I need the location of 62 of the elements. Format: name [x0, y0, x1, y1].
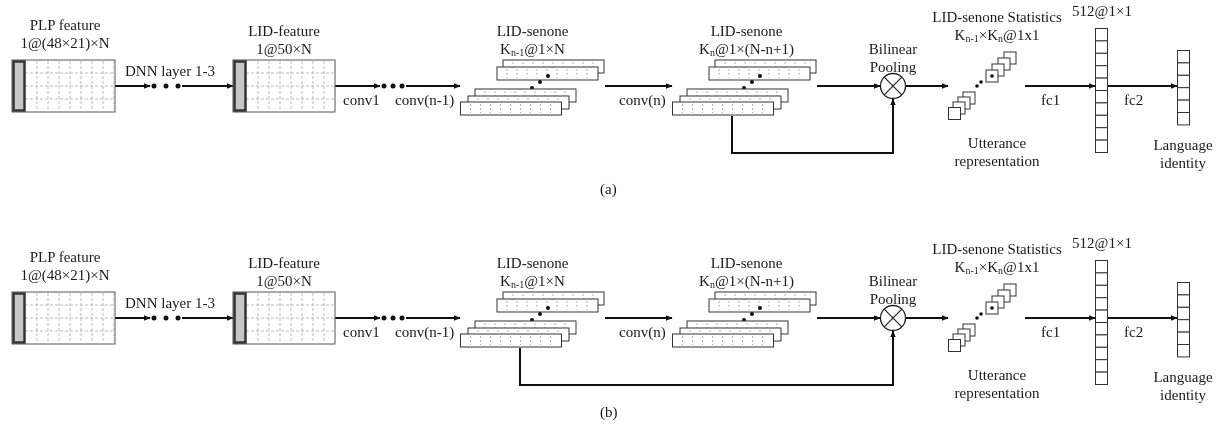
- arrow: [114, 315, 151, 321]
- arrow: [816, 315, 881, 321]
- edge-label: conv(n): [618, 324, 667, 340]
- arrow: [604, 315, 673, 321]
- panel-label: (a): [600, 180, 617, 198]
- arrow: [905, 83, 949, 89]
- arrow: [1107, 315, 1178, 321]
- node-label: 512@1×1: [1072, 234, 1132, 252]
- node-label: Utterance representation: [953, 366, 1041, 402]
- node-label: 1@50×N: [255, 40, 313, 58]
- edge-label: conv(n): [618, 92, 667, 108]
- arrow: [334, 315, 381, 321]
- arrow: [731, 98, 896, 154]
- arrow: [1024, 83, 1096, 89]
- node-label: LID-senone: [495, 22, 570, 40]
- node-label: PLP feature: [28, 16, 102, 34]
- node-label: Language identity: [1152, 368, 1214, 404]
- node-label: K$_{n}$@1×(N-n+1): [698, 40, 795, 58]
- edge-label: fc1: [1040, 92, 1062, 108]
- arrow: [905, 315, 949, 321]
- edge-label: fc2: [1123, 92, 1145, 108]
- arrow: [181, 315, 234, 321]
- edge-label: fc1: [1040, 324, 1062, 340]
- arrow: [405, 83, 461, 89]
- edge-label: conv(n-1): [394, 324, 456, 340]
- panel-label: (b): [600, 403, 618, 421]
- node-label: K$_{n}$@1×(N-n+1): [698, 272, 795, 290]
- arrow: [1024, 315, 1096, 321]
- arrow: [604, 83, 673, 89]
- edge-label: DNN layer 1-3: [124, 295, 216, 311]
- node-label: Language identity: [1152, 136, 1214, 172]
- node-label: 1@(48×21)×N: [19, 34, 111, 52]
- node-label: Bilinear Pooling: [867, 272, 919, 308]
- edge-label: conv1: [342, 92, 381, 108]
- edge-label: DNN layer 1-3: [124, 63, 216, 79]
- arrow: [181, 83, 234, 89]
- arrow: [1107, 83, 1178, 89]
- node-label: LID-feature: [247, 22, 321, 40]
- node-label: LID-feature: [247, 254, 321, 272]
- node-label: K$_{n-1}$@1×N: [499, 40, 566, 58]
- node-label: K$_{n-1}$@1×N: [499, 272, 566, 290]
- arrow: [816, 83, 881, 89]
- node-label: Utterance representation: [953, 134, 1041, 170]
- node-label: 1@(48×21)×N: [19, 266, 111, 284]
- node-label: LID-senone Statistics: [931, 240, 1063, 258]
- arrow: [519, 330, 896, 386]
- arrow: [114, 83, 151, 89]
- node-label: LID-senone: [709, 254, 784, 272]
- node-label: 512@1×1: [1072, 2, 1132, 20]
- edge-label: conv1: [342, 324, 381, 340]
- node-label: K$_{n-1}$×K$_{n}$@1x1: [953, 258, 1041, 276]
- node-label: K$_{n-1}$×K$_{n}$@1x1: [953, 26, 1041, 44]
- arrow: [405, 315, 461, 321]
- node-label: LID-senone Statistics: [931, 8, 1063, 26]
- node-label: LID-senone: [709, 22, 784, 40]
- node-label: LID-senone: [495, 254, 570, 272]
- node-label: 1@50×N: [255, 272, 313, 290]
- node-label: PLP feature: [28, 248, 102, 266]
- arrow: [334, 83, 381, 89]
- edge-label: fc2: [1123, 324, 1145, 340]
- node-label: Bilinear Pooling: [867, 40, 919, 76]
- edge-label: conv(n-1): [394, 92, 456, 108]
